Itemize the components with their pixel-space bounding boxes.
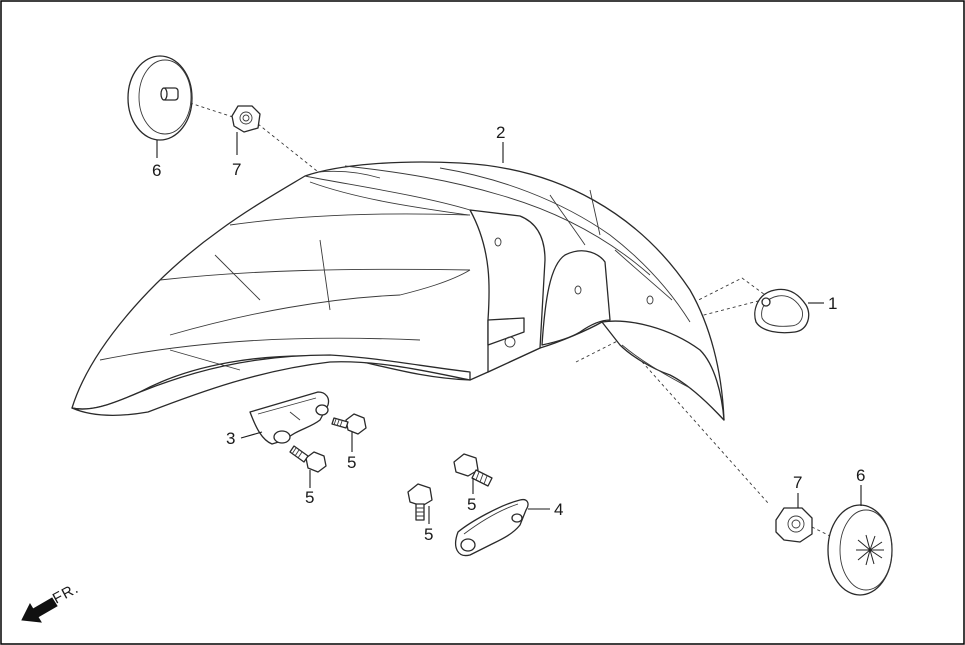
callout-nut-top: 7	[232, 160, 241, 179]
nut-bottom	[775, 507, 813, 543]
grommet	[754, 288, 810, 334]
callout-bolt-b: 5	[305, 488, 314, 507]
callout-nut-bottom: 7	[793, 473, 802, 492]
reflector-sunburst	[856, 534, 884, 566]
arrow-icon	[21, 597, 58, 623]
bolt-lower-left	[289, 445, 327, 473]
front-label: FR.	[50, 580, 82, 608]
callout-bracket-left: 3	[226, 429, 235, 448]
callout-fender: 2	[496, 123, 505, 142]
bolt-center-left	[407, 483, 433, 521]
reflector-bottom	[827, 504, 893, 596]
bolt-center-right	[453, 453, 493, 487]
leader-lines	[156, 132, 862, 524]
nut-top	[231, 105, 261, 133]
callout-bolt-a: 5	[347, 453, 356, 472]
bracket-left	[249, 391, 330, 445]
callout-grommet: 1	[828, 294, 837, 313]
callout-labels: 2 1 3 4 5 5 5 5 6 6 7 7	[152, 123, 865, 544]
callout-reflector-top: 6	[152, 161, 161, 180]
front-direction-indicator: FR.	[21, 580, 82, 623]
callout-bolt-d: 5	[424, 525, 433, 544]
callout-bolt-c: 5	[467, 495, 476, 514]
front-fender	[71, 161, 725, 421]
bracket-right	[455, 498, 529, 557]
reflector-top	[127, 55, 193, 141]
callout-bracket-right: 4	[554, 500, 563, 519]
callout-reflector-bottom: 6	[856, 466, 865, 485]
bolt-upper-left	[331, 413, 367, 435]
